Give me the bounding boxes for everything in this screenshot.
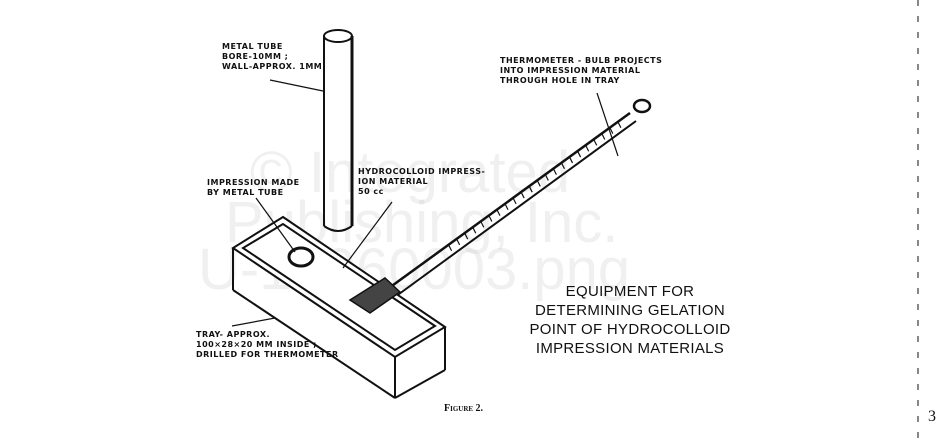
label-line: THROUGH HOLE IN TRAY xyxy=(500,76,620,85)
watermark-line-1: © Integrated xyxy=(250,140,571,205)
tray xyxy=(231,215,447,399)
thermometer-tick xyxy=(488,215,493,222)
thermometer-tick xyxy=(585,144,590,152)
label-line: ION MATERIAL xyxy=(358,177,429,186)
thermometer-tick xyxy=(560,162,565,170)
label-line: BY METAL TUBE xyxy=(207,188,284,197)
impression-label: IMPRESSION MADE BY METAL TUBE xyxy=(207,178,300,198)
label-line: WALL-APPROX. 1MM xyxy=(222,62,323,71)
label-line: METAL TUBE xyxy=(222,42,283,51)
thermometer-tick xyxy=(520,191,525,199)
label-line: IMPRESSION MADE xyxy=(207,178,300,187)
thermometer-tick xyxy=(496,209,501,216)
metal-tube-label: METAL TUBE BORE-10MM ; WALL-APPROX. 1MM xyxy=(222,42,322,72)
heading-line: IMPRESSION MATERIALS xyxy=(535,340,725,357)
label-line: INTO IMPRESSION MATERIAL xyxy=(500,66,641,75)
thermometer-tick xyxy=(568,156,574,164)
label-line: THERMOMETER - BULB PROJECTS xyxy=(500,56,663,65)
label-line: 50 cc xyxy=(358,187,384,196)
leader-lines xyxy=(231,79,619,327)
thermometer-tick xyxy=(464,232,469,240)
thermometer xyxy=(377,98,652,306)
thermometer-tick xyxy=(601,133,606,140)
hydrocolloid-label: HYDROCOLLOID IMPRESS- ION MATERIAL 50 cc xyxy=(358,167,485,197)
thermometer-tick xyxy=(480,221,485,228)
page-number: 3 xyxy=(928,408,936,425)
thermometer-tick xyxy=(536,180,541,187)
thermometer-tick xyxy=(617,121,622,129)
metal-tube xyxy=(323,29,354,232)
figure-heading: EQUIPMENT FOR DETERMINING GELATION POINT… xyxy=(505,282,755,358)
figure-caption: Figure 2. xyxy=(444,403,484,414)
thermometer-tick xyxy=(552,168,557,175)
label-line: BORE-10MM ; xyxy=(222,52,289,61)
thermometer-label: THERMOMETER - BULB PROJECTS INTO IMPRESS… xyxy=(500,56,662,86)
thermometer-tick xyxy=(609,127,614,134)
tray-label: TRAY- APPROX. 100×28×20 MM INSIDE ; DRIL… xyxy=(196,330,339,360)
label-line: HYDROCOLLOID IMPRESS- xyxy=(358,167,486,176)
heading-line: DETERMINING GELATION xyxy=(535,302,725,319)
label-line: 100×28×20 MM INSIDE ; xyxy=(196,340,317,349)
thermometer-tick xyxy=(593,139,598,146)
label-line: TRAY- APPROX. xyxy=(196,330,271,339)
thermometer-tick xyxy=(512,197,517,205)
heading-line: EQUIPMENT FOR xyxy=(565,283,695,300)
thermometer-tick xyxy=(577,150,582,158)
thermometer-tick xyxy=(504,203,509,211)
thermometer-tick xyxy=(472,226,477,234)
thermometer-tick xyxy=(544,174,549,181)
thermometer-tick xyxy=(448,244,453,252)
label-line: DRILLED FOR THERMOMETER xyxy=(196,350,339,359)
thermometer-tick xyxy=(456,238,461,246)
thermometer-tick xyxy=(528,185,533,193)
heading-line: POINT OF HYDROCOLLOID xyxy=(529,321,731,338)
